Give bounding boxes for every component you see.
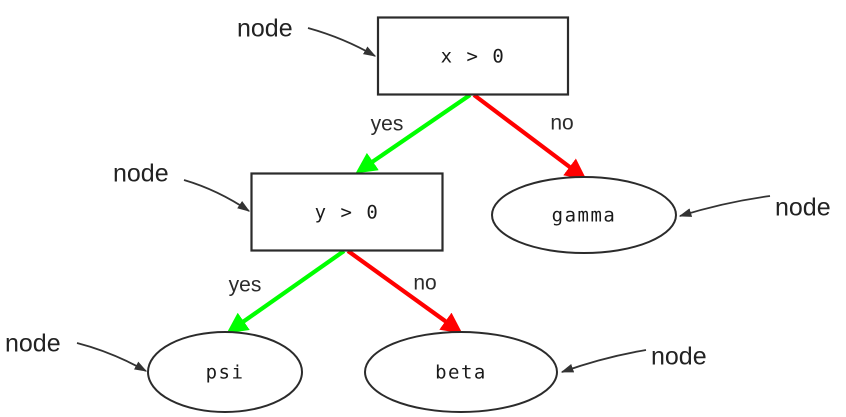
node-gamma-ellipse[interactable] (491, 176, 677, 254)
annotation-root-label: node (237, 15, 293, 43)
edge-label-root-yes: yes (371, 113, 404, 136)
node-beta-ellipse[interactable] (364, 331, 558, 413)
node-gamma-label: gamma (552, 205, 617, 227)
annotation-psi-pointer (76, 342, 148, 372)
edge-labels-layer: yes no yes no (229, 112, 574, 297)
node-inner-label: y > 0 (315, 202, 380, 224)
annotation-beta-label: node (651, 343, 707, 371)
annotation-gamma: node (678, 194, 831, 222)
edge-label-inner-yes: yes (229, 274, 262, 297)
annotation-inner-pointer (183, 179, 251, 212)
node-inner[interactable]: y > 0 (250, 172, 444, 252)
node-root-rect[interactable] (376, 16, 570, 96)
annotation-psi-label: node (5, 330, 61, 358)
annotation-beta: node (560, 343, 707, 373)
node-beta-label: beta (435, 362, 487, 384)
annotations-layer: node node node node node (5, 15, 831, 373)
annotation-psi: node (5, 330, 148, 372)
edges-layer (226, 93, 587, 334)
edge-inner-yes (226, 249, 346, 334)
nodes-layer: x > 0 y > 0 gamma psi beta (147, 16, 677, 413)
edge-root-yes (355, 93, 472, 174)
node-psi-label: psi (206, 362, 245, 384)
node-root-label: x > 0 (441, 46, 506, 68)
edge-inner-no (346, 249, 463, 334)
node-inner-rect[interactable] (250, 172, 444, 252)
edge-label-root-no: no (550, 112, 573, 135)
node-psi-ellipse[interactable] (147, 331, 303, 413)
node-beta[interactable]: beta (364, 331, 558, 413)
annotation-root: node (237, 15, 377, 57)
edge-root-no (472, 93, 587, 180)
edge-label-inner-no: no (413, 272, 436, 295)
annotation-beta-pointer (560, 349, 647, 373)
node-gamma[interactable]: gamma (491, 176, 677, 254)
node-root[interactable]: x > 0 (376, 16, 570, 96)
annotation-root-pointer (307, 27, 377, 57)
annotation-inner-label: node (113, 160, 169, 188)
annotation-inner: node (113, 160, 251, 212)
node-psi[interactable]: psi (147, 331, 303, 413)
annotation-gamma-pointer (678, 195, 771, 217)
annotation-gamma-label: node (775, 194, 831, 222)
